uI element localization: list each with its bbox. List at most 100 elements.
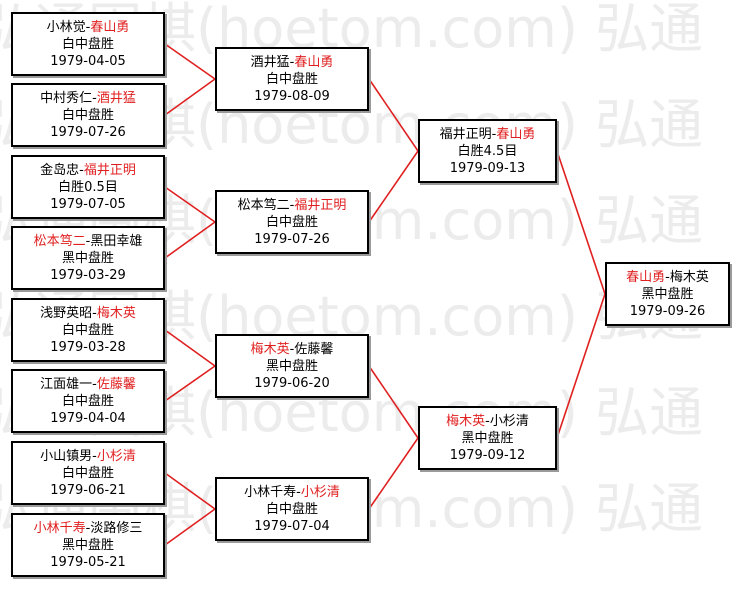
- match-players: 福井正明-春山勇: [420, 126, 555, 143]
- player-two: 佐藤馨: [96, 376, 136, 392]
- bracket-connector: [368, 150, 419, 223]
- match-players: 小林千寿-淡路修三: [13, 520, 163, 537]
- player-two: 福井正明: [83, 162, 136, 178]
- match-date: 1979-07-26: [254, 231, 330, 247]
- match-players: 松本笃二-黑田幸雄: [13, 233, 163, 250]
- match-players: 春山勇-梅木英: [607, 269, 728, 286]
- player-two: 梅木英: [669, 269, 709, 285]
- player-separator: -: [79, 162, 84, 178]
- match-date: 1979-04-04: [50, 410, 126, 426]
- match-date: 1979-04-05: [50, 53, 126, 69]
- bracket-connector: [164, 365, 216, 402]
- player-separator: -: [296, 484, 301, 500]
- match-result: 白中盘胜: [61, 107, 114, 123]
- player-two: 梅木英: [96, 305, 136, 321]
- bracket-connector: [368, 365, 419, 439]
- match-result: 黑中盘胜: [61, 537, 114, 553]
- bracket-connector: [164, 78, 216, 116]
- bracket-connector: [164, 472, 216, 510]
- player-separator: -: [289, 54, 295, 70]
- player-one: 春山勇: [626, 269, 666, 285]
- player-one: 中村秀仁: [40, 90, 93, 106]
- bracket-connector: [368, 437, 419, 510]
- player-one: 酒井猛: [250, 54, 290, 70]
- player-one: 金岛忠: [40, 162, 80, 178]
- bracket-connector: [164, 43, 216, 80]
- player-separator: -: [289, 341, 295, 357]
- match-players: 梅木英-小杉清: [420, 413, 555, 430]
- match-date: 1979-09-13: [449, 160, 526, 176]
- player-two: 佐藤馨: [294, 341, 334, 357]
- player-two: 福井正明: [294, 197, 347, 213]
- player-separator: -: [92, 90, 97, 106]
- player-two: 春山勇: [294, 54, 334, 70]
- match-result: 白中盘胜: [61, 322, 114, 338]
- match-date: 1979-05-21: [50, 554, 126, 570]
- player-separator: -: [665, 269, 670, 285]
- player-two: 酒井猛: [96, 90, 136, 106]
- match-players: 梅木英-佐藤馨: [217, 341, 367, 358]
- match-result: 白胜0.5目: [58, 179, 118, 195]
- match-result: 黑中盘胜: [641, 286, 694, 302]
- player-one: 梅木英: [446, 413, 486, 429]
- player-separator: -: [92, 305, 97, 321]
- match-result: 黑中盘胜: [461, 430, 514, 446]
- player-separator: -: [92, 376, 97, 392]
- match-players: 江面雄一-佐藤馨: [13, 376, 163, 393]
- match-players: 小林千寿-小杉清: [217, 484, 367, 501]
- match-result: 白中盘胜: [265, 214, 318, 230]
- match-date: 1979-03-28: [50, 339, 126, 355]
- player-one: 小林千寿: [244, 484, 297, 500]
- match-result: 黑中盘胜: [61, 250, 114, 266]
- bracket-connector: [368, 78, 419, 152]
- match-result: 白中盘胜: [61, 393, 114, 409]
- bracket-connector: [556, 150, 606, 295]
- match-result: 白中盘胜: [265, 501, 318, 517]
- match-players: 酒井猛-春山勇: [217, 54, 367, 71]
- bracket-connector: [164, 221, 216, 259]
- match-date: 1979-06-20: [254, 375, 330, 391]
- match-players: 小山镇男-小杉清: [13, 448, 163, 465]
- match-players: 中村秀仁-酒井猛: [13, 90, 163, 107]
- player-separator: -: [85, 233, 91, 249]
- player-one: 江面雄一: [40, 376, 93, 392]
- player-two: 春山勇: [496, 126, 536, 142]
- player-one: 小林觉: [46, 19, 86, 35]
- match-players: 小林觉-春山勇: [13, 19, 163, 36]
- player-one: 浅野英昭: [40, 305, 93, 321]
- bracket-connector: [556, 293, 606, 439]
- match-date: 1979-09-26: [629, 303, 706, 319]
- player-two: 黑田幸雄: [90, 233, 143, 249]
- player-two: 淡路修三: [90, 520, 143, 536]
- player-separator: -: [289, 197, 295, 213]
- player-two: 小杉清: [489, 413, 529, 429]
- match-result: 黑中盘胜: [265, 358, 318, 374]
- match-date: 1979-06-21: [50, 482, 126, 498]
- match-date: 1979-07-26: [50, 124, 126, 140]
- match-result: 白中盘胜: [61, 36, 114, 52]
- match-date: 1979-07-04: [254, 518, 330, 534]
- match-players: 松本笃二-福井正明: [217, 197, 367, 214]
- match-result: 白中盘胜: [61, 465, 114, 481]
- player-separator: -: [485, 413, 490, 429]
- player-separator: -: [491, 126, 497, 142]
- bracket-connector: [164, 329, 216, 367]
- player-separator: -: [85, 19, 91, 35]
- player-two: 小杉清: [300, 484, 340, 500]
- bracket-connector: [164, 186, 216, 223]
- match-players: 金岛忠-福井正明: [13, 162, 163, 179]
- player-separator: -: [92, 448, 97, 464]
